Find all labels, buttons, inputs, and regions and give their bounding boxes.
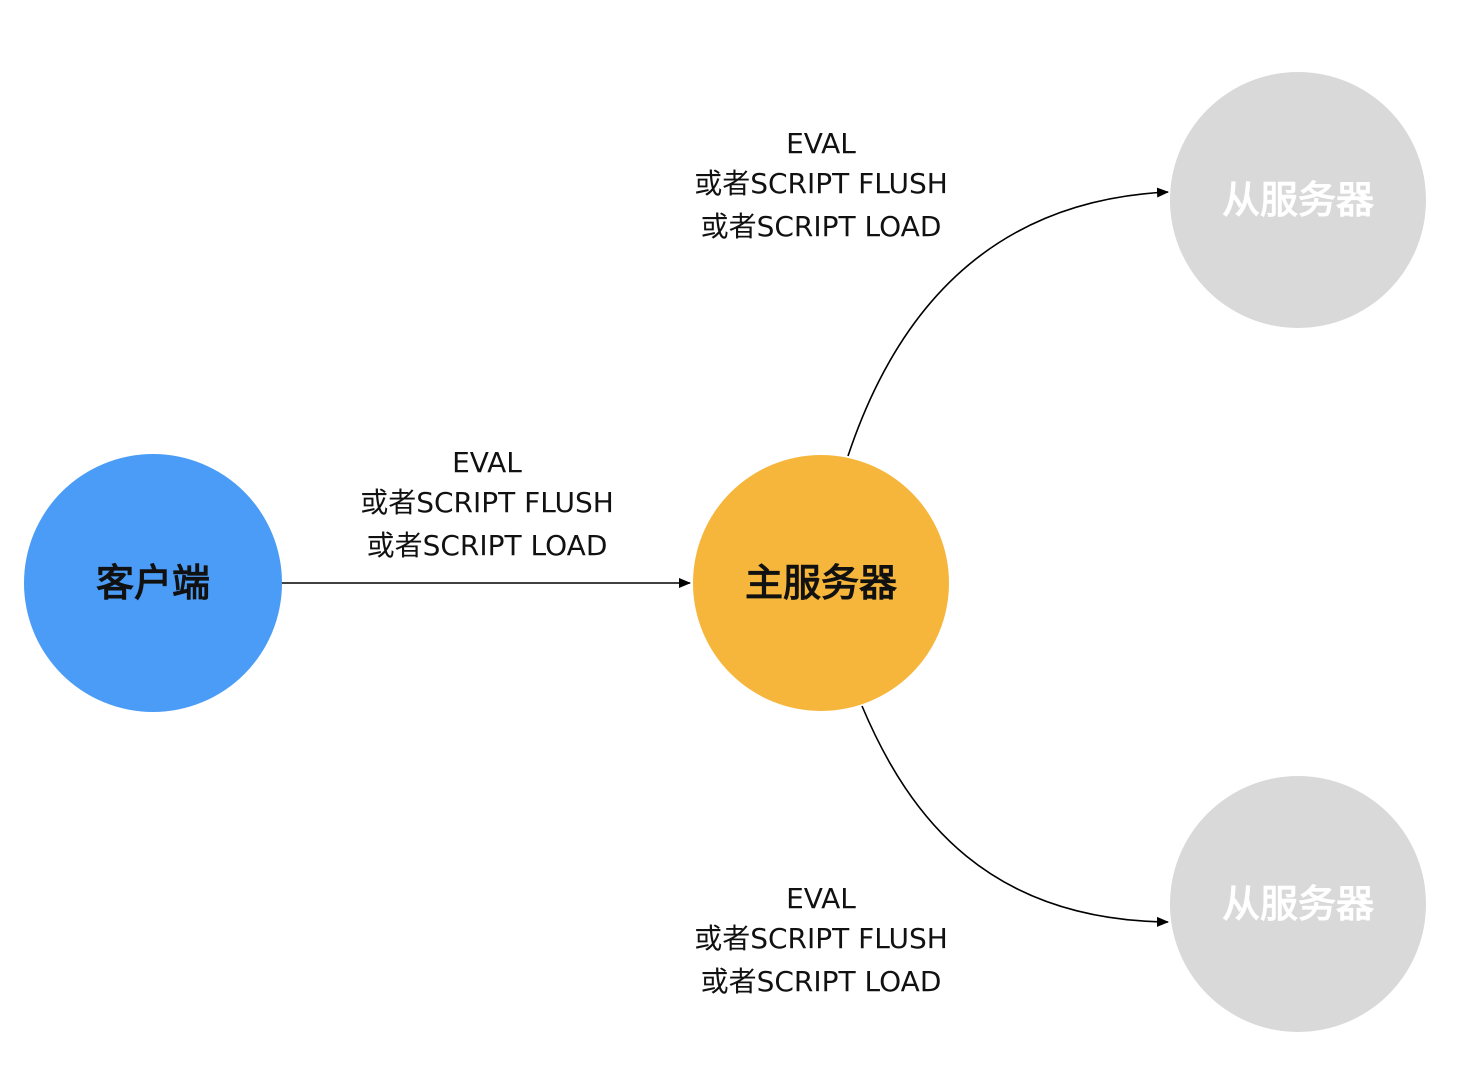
edge-label-line: EVAL — [786, 882, 856, 915]
edge-label-line: EVAL — [786, 127, 856, 160]
edge-master-to-replica-top — [847, 187, 1169, 457]
master-label: 主服务器 — [745, 561, 898, 605]
client-label: 客户端 — [96, 561, 210, 605]
master-circle — [693, 455, 949, 711]
edge-label-line: 或者SCRIPT LOAD — [367, 529, 608, 562]
node-replica-top: 从服务器 — [1170, 72, 1426, 328]
edge-label-line: 或者SCRIPT LOAD — [701, 210, 942, 243]
edge-label-master-to-replica-top: EVAL 或者SCRIPT FLUSH 或者SCRIPT LOAD — [694, 127, 948, 243]
node-master: 主服务器 — [693, 455, 949, 711]
node-client: 客户端 — [24, 454, 282, 712]
replica-bottom-circle — [1170, 776, 1426, 1032]
node-replica-bottom: 从服务器 — [1170, 776, 1426, 1032]
replica-top-circle — [1170, 72, 1426, 328]
edge-label-line: 或者SCRIPT FLUSH — [694, 922, 948, 955]
replica-bottom-label: 从服务器 — [1222, 882, 1375, 926]
edge-label-line: 或者SCRIPT LOAD — [701, 965, 942, 998]
replica-top-label: 从服务器 — [1222, 178, 1375, 222]
edge-label-line: 或者SCRIPT FLUSH — [360, 486, 614, 519]
client-circle — [24, 454, 282, 712]
edge-label-line: EVAL — [452, 446, 522, 479]
edge-master-to-replica-bottom — [861, 705, 1169, 927]
edge-label-master-to-replica-bottom: EVAL 或者SCRIPT FLUSH 或者SCRIPT LOAD — [694, 882, 948, 998]
edge-label-line: 或者SCRIPT FLUSH — [694, 167, 948, 200]
edge-label-client-to-master: EVAL 或者SCRIPT FLUSH 或者SCRIPT LOAD — [360, 446, 614, 562]
